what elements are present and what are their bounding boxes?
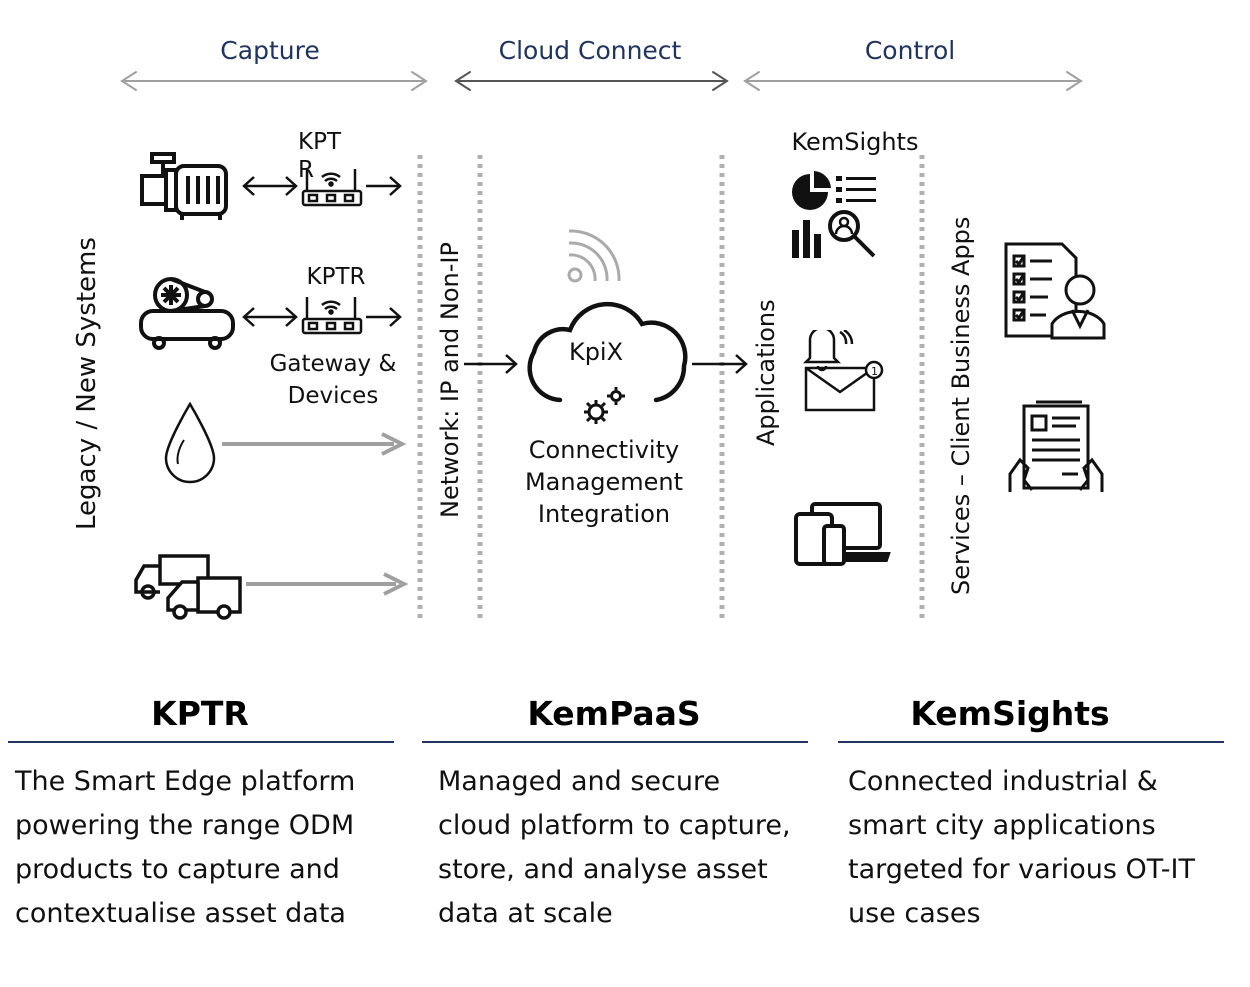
cloud-span-arrow <box>454 71 729 91</box>
router-out-arrow <box>366 307 402 327</box>
gears-icon <box>584 387 625 424</box>
product-title-kemsights: KemSights <box>910 694 1110 733</box>
kemsights-heading: KemSights <box>791 128 919 156</box>
legacy-systems-label: Legacy / New Systems <box>72 237 102 530</box>
document-hands-icon <box>1008 400 1104 492</box>
stage-arrows <box>120 71 1083 91</box>
product-title-kempaas: KemPaaS <box>527 694 701 733</box>
capture-span-arrow <box>120 71 428 91</box>
devices-icon <box>794 502 891 566</box>
wifi-signal-icon <box>567 229 621 283</box>
stage-cloud-connect: Cloud Connect <box>498 36 682 65</box>
product-rule <box>422 741 808 743</box>
router-icon <box>301 297 363 335</box>
network-label: Network: IP and Non-IP <box>436 242 464 518</box>
control-span-arrow <box>743 71 1083 91</box>
applications-label: Applications <box>752 299 780 446</box>
product-desc-kptr: The Smart Edge platform powering the ran… <box>15 766 356 929</box>
cloud-caption: Connectivity Management Integration <box>524 436 684 528</box>
svg-text:1: 1 <box>871 365 878 378</box>
router-icon <box>301 169 363 207</box>
checklist-person-icon <box>1004 242 1106 340</box>
product-rule <box>8 741 394 743</box>
product-desc-kempaas: Managed and secure cloud platform to cap… <box>438 766 791 929</box>
network-to-cloud-arrow <box>464 354 518 374</box>
gateway-devices-label: Gateway & Devices <box>269 351 397 409</box>
compressor-icon <box>139 277 235 350</box>
router-out-arrow <box>366 176 402 196</box>
water-drop-icon <box>164 401 216 484</box>
trucks-to-network-arrow <box>246 572 409 596</box>
dividers <box>417 155 925 620</box>
device-label-kptr-2: KPTR <box>306 264 366 290</box>
stage-capture: Capture <box>220 36 320 65</box>
stage-control: Control <box>864 36 956 65</box>
services-label: Services – Client Business Apps <box>947 216 975 595</box>
trucks-icon <box>134 554 242 620</box>
motor-router-arrow <box>242 176 298 196</box>
product-rule <box>838 741 1224 743</box>
notification-mail-icon: 1 <box>802 330 884 412</box>
product-title-kptr: KPTR <box>151 694 249 733</box>
drop-to-network-arrow <box>222 432 407 456</box>
motor-icon <box>140 152 228 220</box>
cloud-to-apps-arrow <box>692 354 748 374</box>
compressor-router-arrow <box>242 307 298 327</box>
cloud-icon <box>527 301 688 403</box>
product-desc-kemsights: Connected industrial & smart city applic… <box>848 766 1196 929</box>
cloud-label: KpiX <box>568 338 624 366</box>
analytics-icon <box>792 171 876 258</box>
device-label-kptr-1: KPT R <box>298 129 342 183</box>
